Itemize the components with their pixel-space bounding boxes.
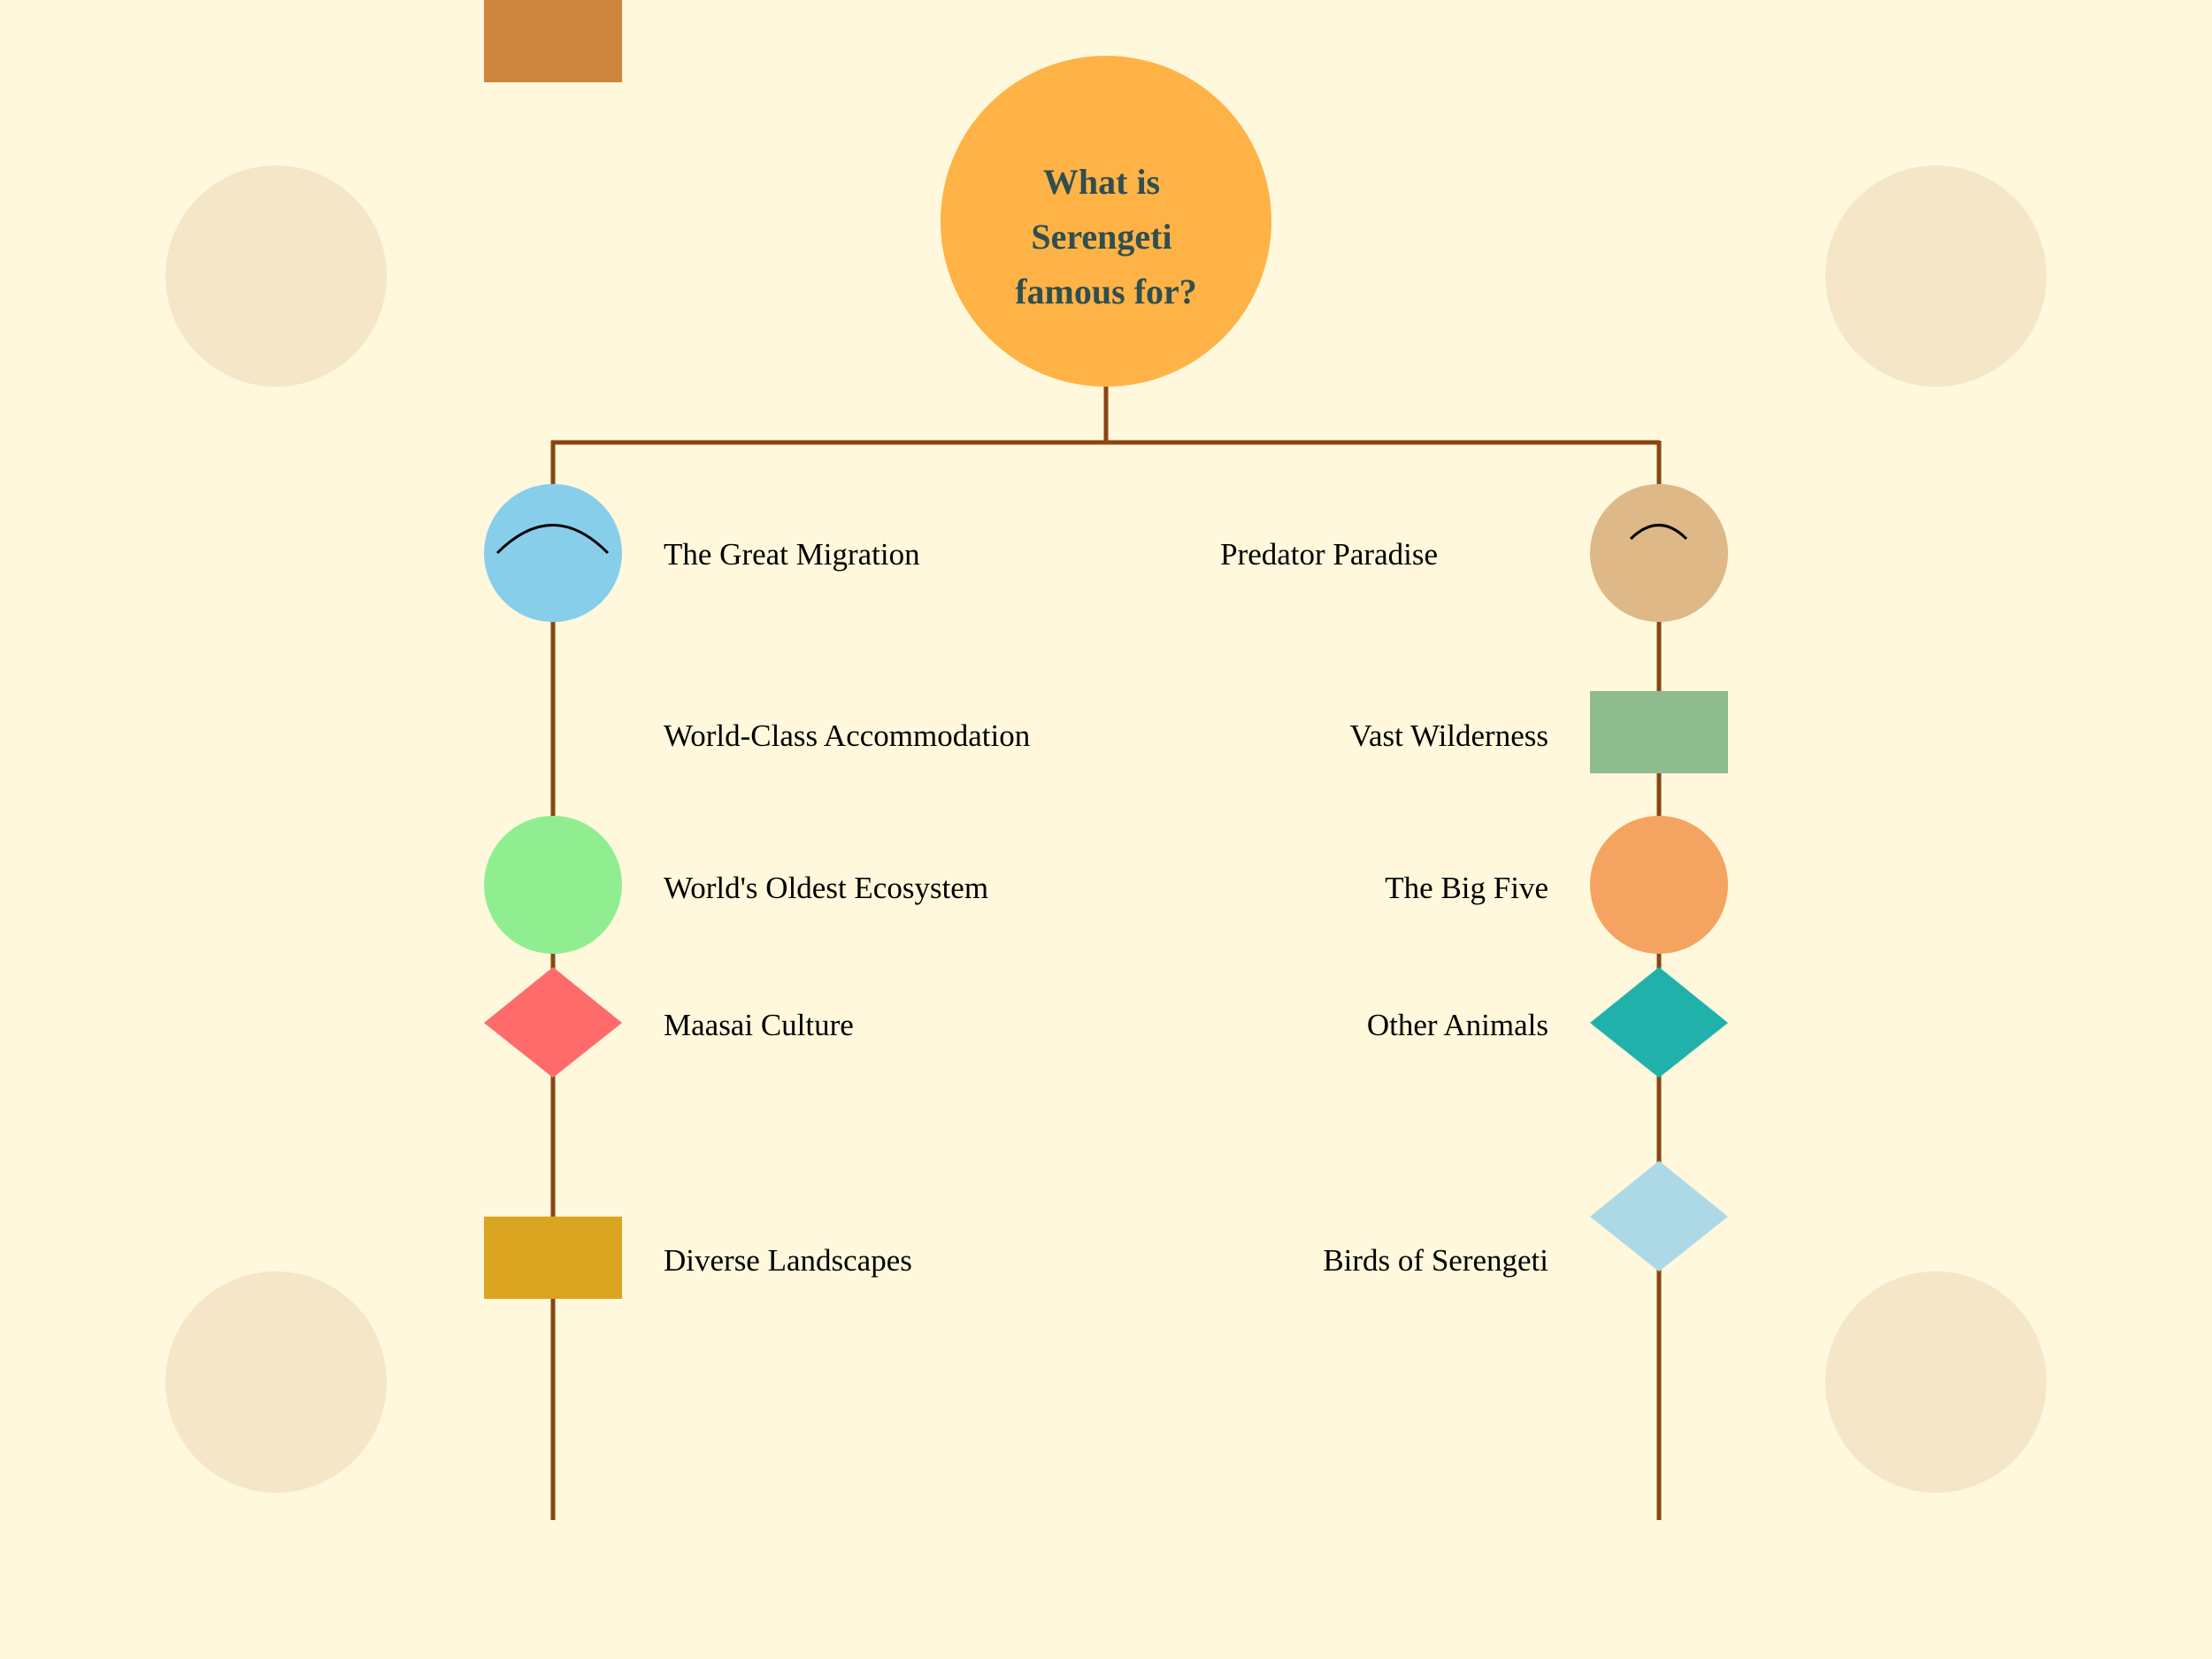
node-vast-wilderness: Vast Wilderness xyxy=(1350,691,1728,773)
decor-circle-bottom-right xyxy=(1825,1271,2047,1493)
title-line-3: famous for? xyxy=(1015,272,1197,311)
title-line-1: What is xyxy=(1043,162,1160,202)
left-branch: The Great Migration World-Class Accommod… xyxy=(484,484,1030,1299)
big-five-label: The Big Five xyxy=(1385,871,1548,905)
birds-diamond-icon xyxy=(1590,1161,1728,1271)
node-accommodation: World-Class Accommodation xyxy=(664,718,1030,753)
node-predator-paradise: Predator Paradise xyxy=(1220,484,1728,622)
landscapes-rect-icon xyxy=(484,1217,622,1299)
decor-circle-top-right xyxy=(1825,165,2047,387)
right-branch: Predator Paradise Vast Wilderness The Bi… xyxy=(1220,484,1728,1278)
decor-circle-bottom-left xyxy=(165,1271,387,1493)
central-question-title: What is Serengeti famous for? xyxy=(1015,162,1197,311)
predator-paradise-label: Predator Paradise xyxy=(1220,537,1438,572)
migration-arc-icon xyxy=(495,524,610,555)
predator-paradise-icon xyxy=(1590,484,1728,622)
big-five-icon xyxy=(1590,816,1728,954)
diverse-landscapes-label: Diverse Landscapes xyxy=(664,1243,912,1278)
node-maasai-culture: Maasai Culture xyxy=(484,967,854,1078)
title-line-2: Serengeti xyxy=(1031,217,1171,257)
vast-wilderness-label: Vast Wilderness xyxy=(1350,718,1548,753)
predator-arc-icon xyxy=(1629,524,1688,541)
great-migration-icon xyxy=(484,484,622,622)
node-other-animals: Other Animals xyxy=(1367,967,1728,1078)
oldest-ecosystem-label: World's Oldest Ecosystem xyxy=(664,871,988,905)
node-big-five: The Big Five xyxy=(1385,816,1728,954)
maasai-culture-label: Maasai Culture xyxy=(664,1008,854,1042)
decor-circle-top-left xyxy=(165,165,387,387)
ecosystem-icon xyxy=(484,816,622,954)
other-animals-diamond-icon xyxy=(1590,967,1728,1078)
maasai-diamond-icon xyxy=(484,967,622,1078)
node-birds: Birds of Serengeti xyxy=(1323,1161,1728,1278)
other-animals-label: Other Animals xyxy=(1367,1008,1548,1042)
decor-square-top xyxy=(484,0,622,82)
node-oldest-ecosystem: World's Oldest Ecosystem xyxy=(484,816,988,954)
node-great-migration: The Great Migration xyxy=(484,484,920,622)
node-diverse-landscapes: Diverse Landscapes xyxy=(484,1217,912,1299)
birds-label: Birds of Serengeti xyxy=(1323,1243,1548,1278)
accommodation-label: World-Class Accommodation xyxy=(664,718,1030,753)
great-migration-label: The Great Migration xyxy=(664,537,920,572)
wilderness-rect-icon xyxy=(1590,691,1728,773)
central-question-node xyxy=(941,56,1271,387)
